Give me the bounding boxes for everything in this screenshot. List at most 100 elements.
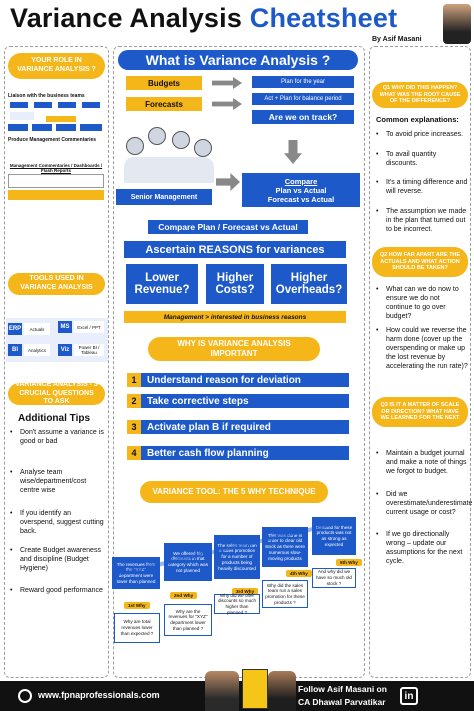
senior-management: Senior Management	[116, 189, 212, 205]
why-question-2: Why are the revenues for "XYZ" departmen…	[164, 604, 212, 636]
tool-ms: MS	[58, 321, 72, 333]
tip-1: Don't assume a variance is good or bad	[10, 428, 106, 446]
person-icon	[194, 139, 212, 157]
what-title: What is Variance Analysis ?	[118, 50, 358, 70]
common-4: The assumption we made in the plan that …	[376, 207, 468, 234]
tool-bi: BI	[8, 344, 22, 356]
tool-ms-note: Excel / PPT	[74, 321, 104, 333]
q2-title: Q2 HOW FAR APART ARE THE ACTUALS AND WHA…	[372, 247, 468, 277]
tool-erp: ERP	[8, 323, 22, 335]
why-question-5: And why did we have so much old stock ?	[312, 568, 356, 588]
coauthor-photo	[268, 671, 296, 711]
tip-5: Reward good performance	[10, 586, 106, 595]
variance-tool-title: VARIANCE TOOL: THE 5 WHY TECHNIQUE	[140, 481, 328, 503]
on-track: Are we on track?	[252, 110, 354, 124]
role-box	[46, 116, 76, 122]
step-number: 3	[127, 420, 141, 434]
role-item-3: Management Commentaries / Dashboards / F…	[8, 163, 104, 173]
tip-4: Create Budget awareness and discipline (…	[10, 546, 106, 573]
role-box	[56, 124, 76, 131]
right-column	[369, 46, 471, 678]
role-box	[8, 124, 28, 131]
why-badge-3: 3rd Why	[232, 588, 259, 595]
management-interest: Management > interested in business reas…	[124, 311, 346, 323]
reason-costs: Higher Costs?	[206, 264, 264, 304]
tools-title: TOOLS USED IN VARIANCE ANALYSIS	[8, 273, 105, 295]
linkedin-icon[interactable]: in	[400, 687, 418, 705]
why-answer-3: The sales team ran a sales promotion for…	[214, 535, 260, 579]
why-important-title: WHY IS VARIANCE ANALYSIS IMPORTANT	[148, 337, 320, 361]
q2-2: How could we reverse the harm done (cove…	[376, 326, 468, 371]
website-link[interactable]: www.fpnaprofessionals.com	[38, 690, 160, 700]
compare-title: Compare	[284, 176, 318, 186]
step-text: Better cash flow planning	[147, 447, 269, 459]
why-question-3: Why did we offer discounts so much highe…	[214, 593, 260, 615]
byline: By Asif Masani	[372, 36, 422, 43]
why-badge-5: 5th Why	[336, 559, 362, 566]
why-badge-4: 4th Why	[286, 570, 312, 577]
book-cover	[242, 669, 268, 709]
tool-bi-note: Analytics	[24, 344, 50, 356]
q3-3: If we go directionally wrong – update ou…	[376, 530, 468, 566]
role-highlight	[8, 190, 104, 200]
managers-illustration	[118, 125, 218, 187]
follow-line-2: CA Dhawal Parvatikar	[298, 697, 386, 707]
role-box	[58, 102, 76, 108]
role-box	[80, 124, 102, 131]
why-answer-1: The revenues from the "XYZ" department w…	[112, 557, 160, 589]
q1-title: Q1 WHY DID THIS HAPPEN? WHAT WAS THE ROO…	[372, 82, 468, 108]
step-number: 1	[127, 373, 141, 387]
tool-viz: Viz	[58, 344, 72, 356]
person-icon	[148, 127, 166, 145]
why-answer-4: This was done in order to clear old stoc…	[262, 527, 308, 567]
step-1: 1 Understand reason for deviation	[127, 373, 349, 387]
step-text: Understand reason for deviation	[147, 374, 301, 386]
step-text: Activate plan B if required	[147, 421, 271, 433]
role-title: YOUR ROLE IN VARIANCE ANALYSIS ?	[8, 53, 105, 79]
common-3: It's a timing difference and will revers…	[376, 178, 468, 196]
why-answer-2: We offered big discounts in that categor…	[164, 543, 212, 581]
tool-viz-note: Power BI / Tableau	[74, 344, 104, 356]
ascertain-reasons: Ascertain REASONS for variances	[124, 241, 346, 258]
person-icon	[126, 137, 144, 155]
role-box	[82, 102, 100, 108]
step-4: 4 Better cash flow planning	[127, 446, 349, 460]
why-badge-2: 2nd Why	[170, 592, 198, 599]
reason-overheads: Higher Overheads?	[271, 264, 347, 304]
forecasts-box: Forecasts	[126, 97, 202, 111]
role-item-1: Liaison with the business teams	[8, 92, 104, 100]
role-item-2: Produce Management Commentaries	[8, 134, 104, 146]
why-question-4: Why did the sales team run a sales promo…	[262, 580, 308, 608]
why-answer-5: Demand for these products was not as str…	[312, 517, 356, 555]
compare-2: Forecast vs Actual	[267, 194, 335, 204]
q3-2: Did we overestimate/underestimate curren…	[376, 490, 472, 517]
people-bodies	[124, 157, 214, 183]
questions-title: VARIANCE ANALYSIS - 3 CRUCIAL QUESTIONS …	[8, 381, 105, 405]
tips-title: Additional Tips	[18, 413, 91, 424]
q2-1: What can we do now to ensure we do not c…	[376, 285, 468, 321]
tip-2: Analyse team wise/department/cost centre…	[10, 468, 106, 495]
budgets-box: Budgets	[126, 76, 202, 90]
arrow-down-icon	[284, 140, 302, 164]
reason-revenue: Lower Revenue?	[126, 264, 198, 304]
role-box	[10, 102, 28, 108]
footer: www.fpnaprofessionals.com Follow Asif Ma…	[0, 669, 474, 711]
role-diagram: Liaison with the business teams Produce …	[6, 92, 108, 240]
page-title: Variance Analysis Cheatsheet	[10, 3, 398, 33]
tools-panel: ERP Actuals MS Excel / PPT BI Analytics …	[6, 318, 108, 362]
q3-1: Maintain a budget journal and make a not…	[376, 449, 468, 476]
step-number: 2	[127, 394, 141, 408]
role-box	[34, 102, 52, 108]
common-2: To avail quantity discounts.	[376, 150, 468, 168]
common-1: To avoid price increases.	[376, 130, 468, 139]
compare-1: Plan vs Actual	[275, 185, 327, 195]
compare-plan: Compare Plan / Forecast vs Actual	[148, 220, 308, 234]
role-box	[10, 112, 34, 120]
q3-title: Q3 IS IT A MATTER OF SCALE OR DIRECTION?…	[372, 397, 468, 427]
person-icon	[172, 131, 190, 149]
step-number: 4	[127, 446, 141, 460]
why-badge-1: 1st Why	[124, 602, 150, 609]
common-title: Common explanations:	[376, 115, 459, 124]
role-box	[32, 124, 52, 131]
